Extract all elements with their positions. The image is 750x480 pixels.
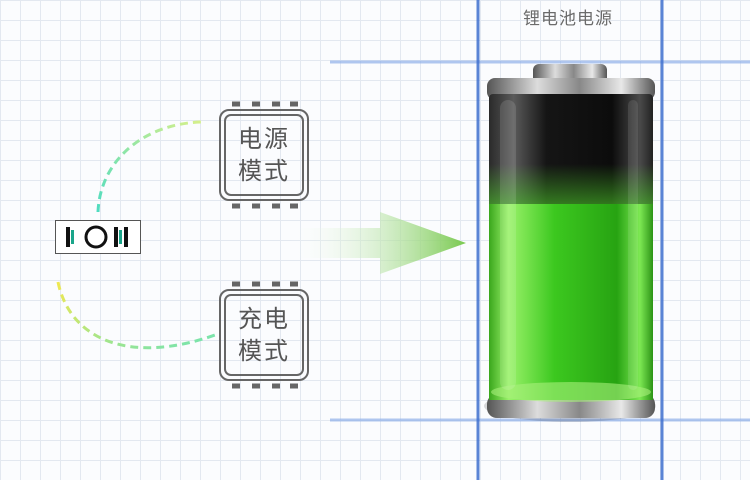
battery-level-fill [489, 204, 653, 400]
chip-power-mode: 电源 模式 [220, 107, 308, 203]
chip-charge-mode-line1: 充电 [238, 305, 290, 333]
battery-icon [484, 64, 656, 422]
chip-power-mode-outline [219, 101, 309, 209]
arrow-right-icon [288, 212, 466, 274]
chip-power-mode-line1: 电源 [238, 125, 290, 153]
chip-charge-mode: 充电 模式 [220, 287, 308, 383]
chip-power-mode-line2: 模式 [238, 157, 290, 185]
battery-title: 锂电池电源 [523, 9, 613, 29]
chip-charge-mode-outline [219, 281, 309, 389]
arc-to-power-mode [96, 120, 206, 213]
chip-charge-mode-line2: 模式 [238, 337, 290, 365]
switch-symbol-graphic [66, 225, 128, 249]
switch-symbol-icon [55, 220, 141, 254]
arc-to-charge-mode [56, 281, 216, 350]
